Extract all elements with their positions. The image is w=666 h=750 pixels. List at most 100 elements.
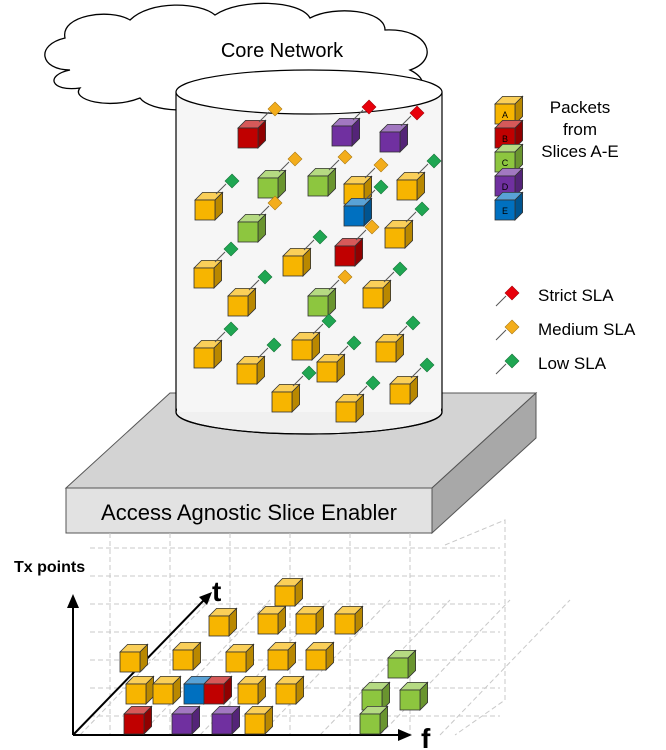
legend-slice-c: C bbox=[494, 143, 524, 173]
grid-packet-c-10 bbox=[387, 649, 417, 679]
core-network-label: Core Network bbox=[221, 40, 344, 62]
cylinder-packets bbox=[193, 99, 442, 423]
grid-line bbox=[444, 519, 506, 736]
grid-line bbox=[439, 599, 571, 736]
grid-line bbox=[319, 599, 451, 736]
packet-d-2 bbox=[379, 123, 409, 153]
low-sla-flag-6 bbox=[215, 173, 240, 195]
packet-a-14 bbox=[227, 287, 257, 317]
legend-slice-b-letter: B bbox=[502, 134, 508, 144]
legend-slice-d: D bbox=[494, 167, 524, 197]
grid-packet-d-21 bbox=[211, 705, 241, 735]
packet-a-5 bbox=[396, 171, 426, 201]
strict-sla-label: Strict SLA bbox=[538, 286, 614, 305]
packet-a-13 bbox=[193, 259, 223, 289]
grid-packet-a-2 bbox=[257, 605, 287, 635]
grid-packet-a-17 bbox=[237, 675, 267, 705]
grid-packet-a-3 bbox=[295, 605, 325, 635]
packet-c-16 bbox=[307, 287, 337, 317]
legend-slice-b: B bbox=[494, 119, 524, 149]
low-sla-flag-14 bbox=[248, 269, 273, 291]
packet-a-15 bbox=[362, 279, 392, 309]
grid-packet-a-5 bbox=[119, 643, 149, 673]
packet-a-23 bbox=[335, 393, 365, 423]
grid-packet-a-4 bbox=[334, 605, 364, 635]
medium-sla-flag-9 bbox=[258, 195, 283, 217]
grid-packet-c-12 bbox=[361, 681, 391, 711]
grid-packet-a-1 bbox=[208, 607, 238, 637]
low-sla-flag-22 bbox=[292, 365, 317, 387]
packet-a-6 bbox=[194, 191, 224, 221]
packet-d-1 bbox=[331, 117, 361, 147]
low-sla-flag-5 bbox=[417, 153, 442, 175]
strict-sla-flag-2 bbox=[400, 105, 425, 127]
low-sla-flag-20 bbox=[257, 337, 282, 359]
grid-packet-a-22 bbox=[244, 705, 274, 735]
f-axis-label: f bbox=[421, 723, 431, 750]
packet-cylinder bbox=[175, 69, 443, 435]
packet-a-10 bbox=[384, 219, 414, 249]
sla-legend bbox=[495, 285, 520, 375]
low-sla-flag-19 bbox=[396, 315, 421, 337]
medium-sla-flag-16 bbox=[328, 269, 353, 291]
legend-slice-a: A bbox=[494, 95, 524, 125]
grid-packet-a-14 bbox=[152, 675, 182, 705]
packet-c-9 bbox=[237, 213, 267, 243]
low-sla-flag-23 bbox=[356, 375, 381, 397]
legend-strict-sla-flag bbox=[495, 285, 520, 307]
grid-packet-b-16 bbox=[203, 675, 233, 705]
packet-a-11 bbox=[282, 247, 312, 277]
legend-caption-line-2: from bbox=[563, 120, 597, 139]
low-sla-flag-15 bbox=[383, 261, 408, 283]
legend-slice-c-letter: C bbox=[502, 158, 509, 168]
legend-slice-d-letter: D bbox=[502, 182, 509, 192]
grid-packet-a-9 bbox=[305, 641, 335, 671]
grid-packet-d-20 bbox=[171, 705, 201, 735]
legend-medium-sla-flag bbox=[495, 319, 520, 341]
low-sla-flag-24 bbox=[410, 357, 435, 379]
grid-packet-a-13 bbox=[125, 675, 155, 705]
packet-e-8 bbox=[343, 197, 373, 227]
packet-a-19 bbox=[375, 333, 405, 363]
packet-b-12 bbox=[334, 237, 364, 267]
low-sla-flag-13 bbox=[214, 241, 239, 263]
grid-line bbox=[79, 599, 211, 736]
allocated-packets bbox=[119, 577, 429, 735]
grid-line bbox=[139, 599, 271, 736]
packet-a-18 bbox=[291, 331, 321, 361]
medium-sla-flag-3 bbox=[278, 151, 303, 173]
legend-slice-a-letter: A bbox=[502, 110, 508, 120]
grid-packet-a-0 bbox=[274, 577, 304, 607]
packet-b-0 bbox=[237, 119, 267, 149]
packet-a-20 bbox=[236, 355, 266, 385]
grid-packet-a-7 bbox=[225, 643, 255, 673]
medium-sla-flag-7 bbox=[364, 157, 389, 179]
grid-packet-a-8 bbox=[267, 641, 297, 671]
grid-line bbox=[379, 599, 511, 736]
legend-slice-e: E bbox=[494, 191, 524, 221]
medium-sla-flag-0 bbox=[258, 101, 283, 123]
packet-c-4 bbox=[307, 167, 337, 197]
grid-line bbox=[259, 599, 391, 736]
grid-packet-b-19 bbox=[123, 705, 153, 735]
packet-c-3 bbox=[257, 169, 287, 199]
packet-a-24 bbox=[389, 375, 419, 405]
low-sla-flag-21 bbox=[337, 335, 362, 357]
low-sla-flag-17 bbox=[214, 321, 239, 343]
legend-caption-line-3: Slices A-E bbox=[541, 142, 618, 161]
packet-a-21 bbox=[316, 353, 346, 383]
medium-sla-label: Medium SLA bbox=[538, 320, 636, 339]
slice-legend: A B C D E bbox=[494, 95, 524, 221]
low-sla-flag-11 bbox=[303, 229, 328, 251]
low-sla-flag-10 bbox=[405, 201, 430, 223]
low-sla-flag-8 bbox=[364, 179, 389, 201]
axes: Tx points t f bbox=[14, 559, 431, 750]
packet-a-22 bbox=[271, 383, 301, 413]
enabler-label: Access Agnostic Slice Enabler bbox=[101, 500, 397, 525]
grid-packet-a-18 bbox=[275, 675, 305, 705]
legend-slice-e-letter: E bbox=[502, 206, 508, 216]
low-sla-flag-18 bbox=[312, 313, 337, 335]
low-sla-label: Low SLA bbox=[538, 354, 607, 373]
